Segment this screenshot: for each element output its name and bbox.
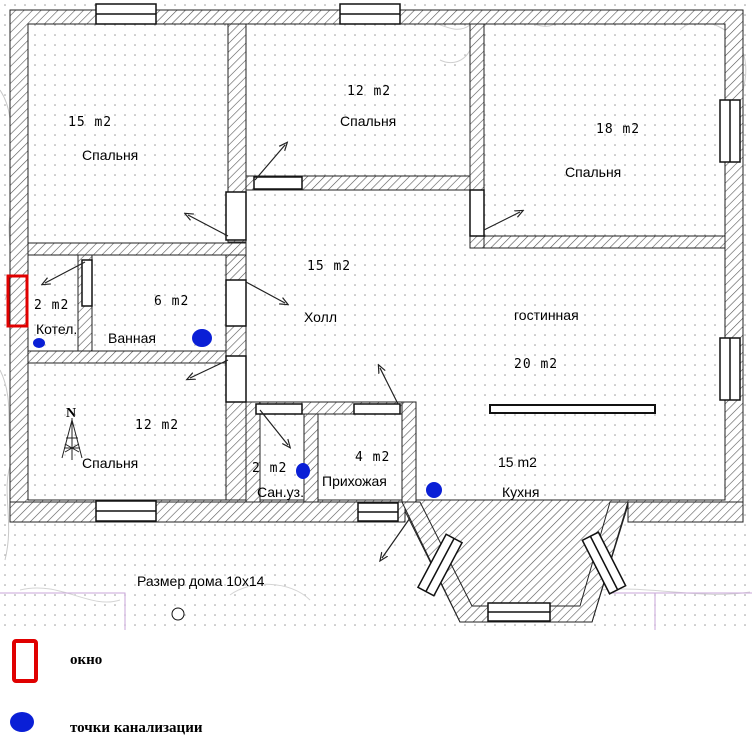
windows xyxy=(95,3,741,622)
room-name: Спальня xyxy=(565,164,621,180)
room-name: Котел. xyxy=(36,321,77,337)
sewer-point xyxy=(426,482,442,498)
room-name: гостинная xyxy=(514,307,579,323)
room-name: Спальня xyxy=(82,147,138,163)
room-name: Кухня xyxy=(502,484,539,500)
room-labels: 15 m2 Спальня 12 m2 Спальня 18 m2 Спальн… xyxy=(34,84,640,500)
sewer-point xyxy=(296,463,310,479)
room-area: 12 m2 xyxy=(347,84,391,99)
room-name: Ванная xyxy=(108,330,156,346)
room-area: 4 m2 xyxy=(355,450,390,465)
room-name: Спальня xyxy=(82,455,138,471)
house-size-caption: Размер дома 10x14 xyxy=(137,573,265,589)
window xyxy=(357,502,399,522)
room-area: 15 m2 xyxy=(68,115,112,130)
compass-rose-icon: N xyxy=(61,406,83,460)
window xyxy=(95,3,157,25)
window xyxy=(719,99,741,163)
legend-sewer-label: точки канализации xyxy=(70,720,203,736)
window xyxy=(719,337,741,401)
floor-plan: N 15 m2 Спальня 12 m2 Спальня 18 m2 Спал… xyxy=(0,0,752,630)
dot-grid xyxy=(0,0,752,630)
room-area: 15 m2 xyxy=(307,259,351,274)
legend-window-row: окно xyxy=(0,630,752,690)
room-area: 15 m2 xyxy=(498,454,537,470)
window xyxy=(487,602,551,622)
marker-circle xyxy=(171,607,185,621)
room-area: 2 m2 xyxy=(34,298,69,313)
room-area: 18 m2 xyxy=(596,122,640,137)
room-name: Сан.уз. xyxy=(257,484,304,500)
sewer-point xyxy=(192,329,212,347)
window xyxy=(339,3,401,25)
door-swing-arrows xyxy=(45,145,520,558)
window-marker-icon xyxy=(12,639,38,683)
window xyxy=(95,500,157,522)
sewer-point-icon xyxy=(10,712,34,732)
kitchen-counter xyxy=(489,404,656,414)
room-area: 2 m2 xyxy=(252,461,287,476)
room-area: 12 m2 xyxy=(135,418,179,433)
fence-lines xyxy=(0,592,752,630)
room-area: 6 m2 xyxy=(154,294,189,309)
sewer-points xyxy=(33,329,442,498)
room-area: 20 m2 xyxy=(514,357,558,372)
room-name: Холл xyxy=(304,309,337,325)
doors xyxy=(81,176,485,415)
window xyxy=(581,531,627,595)
window-marker-red xyxy=(6,274,29,328)
sewer-point xyxy=(33,338,45,348)
room-name: Спальня xyxy=(340,113,396,129)
room-name: Прихожая xyxy=(322,473,387,489)
legend-sewer-row: точки канализации xyxy=(0,690,752,750)
window xyxy=(416,533,464,597)
compass-letter: N xyxy=(66,406,76,421)
legend-window-label: окно xyxy=(70,652,103,668)
